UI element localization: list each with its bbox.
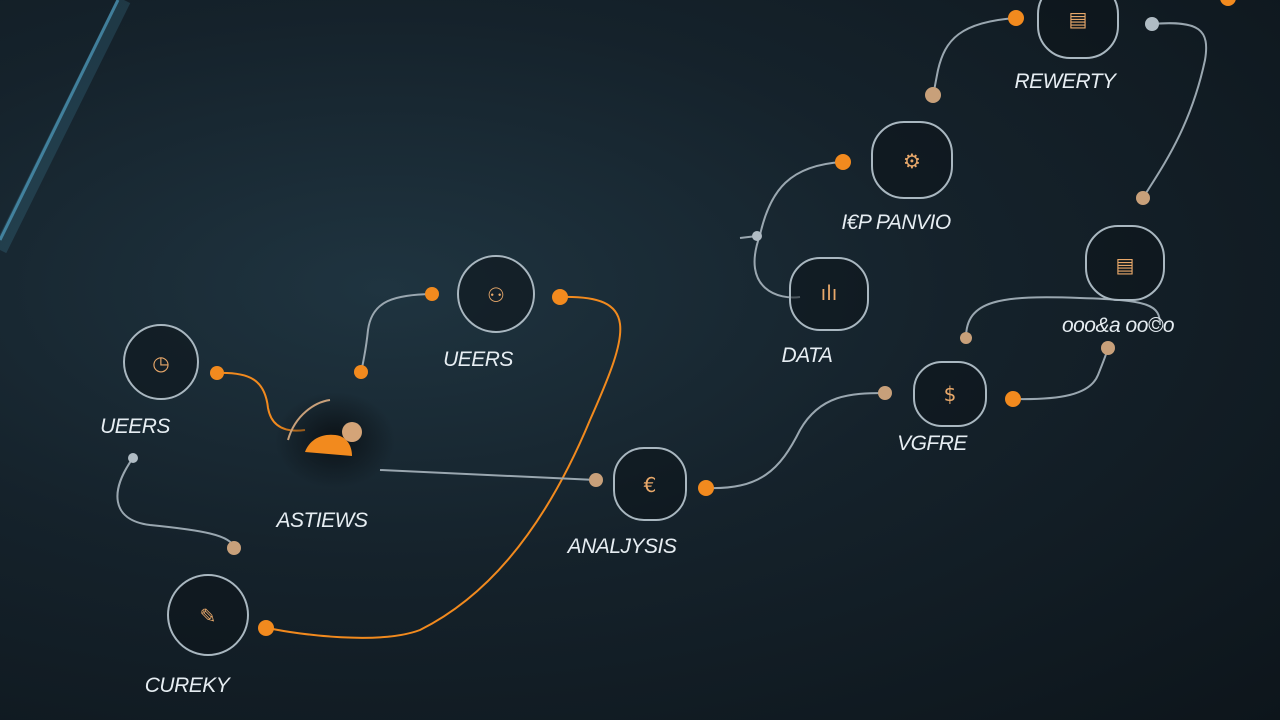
dot-tan xyxy=(589,473,603,487)
connector-gray-rightdoc xyxy=(1012,347,1109,401)
connector-gray-analysis xyxy=(379,469,597,481)
dot-orange xyxy=(210,366,224,380)
node-panvio[interactable]: ⚙ I€P PANVIO xyxy=(841,121,953,234)
dot-tan xyxy=(1136,191,1150,205)
node-curery[interactable]: ✎ CUREKY xyxy=(145,574,249,697)
connector-gray-usersmid xyxy=(360,293,433,373)
node-astiews[interactable]: ASTIEWS xyxy=(274,392,395,532)
dot-tan xyxy=(878,386,892,400)
users-icon: ⚇ xyxy=(487,283,505,307)
node-rewerty[interactable]: ▤ REWERTY xyxy=(1014,0,1119,93)
node-label: I€P PANVIO xyxy=(841,211,951,234)
node-analysis[interactable]: € ANALJYSIS xyxy=(566,447,687,558)
dot-tan xyxy=(227,541,241,555)
person-icon xyxy=(305,434,352,456)
file-icon: ▤ xyxy=(1069,7,1088,31)
dot-orange xyxy=(1220,0,1236,6)
node-label: VGFRE xyxy=(897,432,968,455)
node-label: REWERTY xyxy=(1014,70,1118,93)
node-label: DATA xyxy=(782,344,833,367)
node-label: ASTIEWS xyxy=(274,509,368,532)
connector-gray-vgfre xyxy=(705,392,886,490)
dollar-icon: $ xyxy=(944,382,957,406)
connector-orange-long xyxy=(267,295,622,639)
dot-orange xyxy=(425,287,439,301)
dot-orange xyxy=(1008,10,1024,26)
dot-orange xyxy=(835,154,851,170)
euro-icon: € xyxy=(644,473,657,497)
node-vgfre[interactable]: $ VGFRE xyxy=(897,361,987,455)
dot-gray xyxy=(1145,17,1159,31)
person-head xyxy=(342,422,362,442)
node-data[interactable]: ılı DATA xyxy=(782,257,869,367)
node-label: UEERS xyxy=(443,348,513,371)
connector-dots xyxy=(128,0,1236,636)
clock-icon: ◷ xyxy=(152,351,169,375)
receipt-icon: ▤ xyxy=(1116,253,1135,277)
node-label: CUREKY xyxy=(145,674,232,697)
glow-edge-soft xyxy=(0,0,131,254)
ring-arc xyxy=(287,399,331,441)
dot-orange xyxy=(552,289,568,305)
glow-edge xyxy=(0,0,120,241)
document-icon: ✎ xyxy=(200,604,217,628)
connector-gray-rewerty-right xyxy=(1142,22,1208,199)
connector-gray-loop xyxy=(116,457,235,549)
node-users-left[interactable]: ◷ UEERS xyxy=(100,324,199,438)
node-users-mid[interactable]: ⚇ UEERS xyxy=(443,255,535,371)
dot-orange xyxy=(1005,391,1021,407)
dot-gray xyxy=(128,453,138,463)
dot-orange xyxy=(258,620,274,636)
connector-gray-rewerty-left xyxy=(932,17,1017,96)
chart-icon: ılı xyxy=(821,281,838,305)
dot-tan xyxy=(960,332,972,344)
node-label: ooo&a oo©o xyxy=(1062,314,1175,337)
dot-tan xyxy=(925,87,941,103)
dot-tan xyxy=(1101,341,1115,355)
dot-gray xyxy=(752,231,762,241)
node-label: UEERS xyxy=(100,415,170,438)
connector-gray-rightloop xyxy=(965,296,1161,339)
node-label: ANALJYSIS xyxy=(566,535,677,558)
gear-icon: ⚙ xyxy=(903,149,921,173)
dot-orange xyxy=(354,365,368,379)
connectors xyxy=(116,17,1208,639)
dot-orange xyxy=(698,480,714,496)
node-right-doc[interactable]: ▤ ooo&a oo©o xyxy=(1062,225,1175,337)
